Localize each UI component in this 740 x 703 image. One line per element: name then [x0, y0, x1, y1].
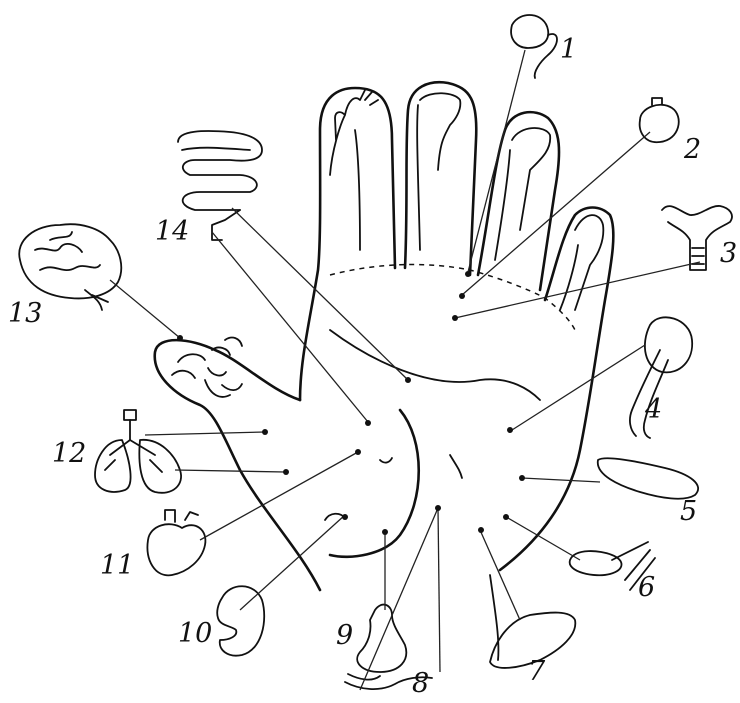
pituitary-icon [511, 15, 557, 78]
label-3: 3 [720, 238, 737, 269]
label-2: 2 [683, 134, 701, 165]
finger-figures [330, 90, 603, 310]
reflex-point [355, 449, 361, 455]
number-labels: 1 2 3 4 5 6 7 8 9 10 11 12 13 14 [8, 34, 737, 698]
label-11: 11 [100, 550, 134, 581]
reflex-point [452, 315, 458, 321]
heart-icon [147, 510, 205, 575]
label-5: 5 [680, 496, 697, 527]
lungs-icon [95, 410, 181, 493]
reflex-point [507, 427, 513, 433]
reflex-point [435, 505, 441, 511]
label-13: 13 [8, 298, 42, 329]
reflex-point [382, 529, 388, 535]
intestines-icon [178, 131, 262, 240]
reflex-point [262, 429, 268, 435]
reflex-point [459, 293, 465, 299]
reflex-point [465, 271, 471, 277]
reflex-point-dots [177, 271, 525, 535]
hand-outline [155, 82, 614, 660]
label-4: 4 [644, 394, 662, 425]
reflex-point [283, 469, 289, 475]
reflex-point [405, 377, 411, 383]
leader-lines [110, 50, 700, 690]
label-14: 14 [155, 216, 189, 247]
reflex-point [478, 527, 484, 533]
label-8: 8 [412, 668, 429, 698]
label-10: 10 [178, 618, 212, 649]
label-7: 7 [528, 656, 546, 687]
reflex-point [365, 420, 371, 426]
reflex-point [342, 514, 348, 520]
reflex-point [177, 335, 183, 341]
label-9: 9 [336, 620, 353, 651]
label-1: 1 [560, 34, 577, 65]
knuckle-dashed-line [330, 265, 575, 330]
label-12: 12 [52, 438, 86, 469]
reflex-point [503, 514, 509, 520]
label-6: 6 [638, 572, 655, 603]
reflex-point [519, 475, 525, 481]
kidney-left-icon [217, 586, 264, 655]
pancreas-icon [598, 458, 698, 498]
